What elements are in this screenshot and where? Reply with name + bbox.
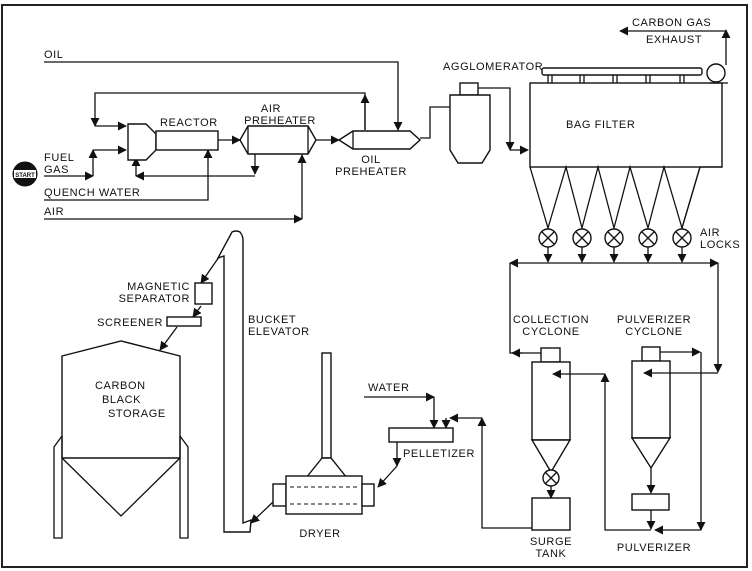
cyclone-label-2: CYCLONE xyxy=(625,326,682,338)
magnetic-separator: MAGNETIC SEPARATOR xyxy=(119,281,213,305)
pulverizer-to-collection xyxy=(600,373,651,531)
oil-preheater-label-1: OIL xyxy=(361,154,381,166)
locks-label: LOCKS xyxy=(700,239,740,251)
surge-tank: SURGE TANK xyxy=(530,497,572,560)
tank-label: TANK xyxy=(536,548,567,560)
start-badge: START xyxy=(12,161,38,187)
pulverizer-cyclone-label: PULVERIZER xyxy=(617,314,691,326)
agglomerator: AGGLOMERATOR xyxy=(443,61,543,164)
dryer: DRYER xyxy=(272,352,375,540)
air-label-2: AIR xyxy=(700,227,720,239)
bag-filter: BAG FILTER xyxy=(529,67,723,231)
agglomerator-to-bag-filter xyxy=(478,87,515,151)
air-lock xyxy=(572,228,592,248)
cyclone-label-1: CYCLONE xyxy=(522,326,579,338)
elevator-label: ELEVATOR xyxy=(248,326,310,338)
collection-air-lock xyxy=(542,469,560,499)
air-lock xyxy=(672,228,692,248)
exhaust-label: EXHAUST xyxy=(646,34,702,46)
air-preheater-label-2: PREHEATER xyxy=(244,115,316,127)
magnetic-label: MAGNETIC xyxy=(127,281,190,293)
fuel-label: FUEL xyxy=(44,152,75,164)
reactor: REACTOR xyxy=(127,117,219,161)
black-label: BLACK xyxy=(102,394,141,406)
screener-label: SCREENER xyxy=(97,317,163,329)
collection-label: COLLECTION xyxy=(513,314,589,326)
gas-label: GAS xyxy=(44,164,69,176)
bucket-elevator: BUCKET ELEVATOR xyxy=(216,230,310,533)
dryer-to-elevator xyxy=(250,501,274,524)
air-lock xyxy=(638,228,658,248)
quench-water-label: QUENCH WATER xyxy=(44,187,140,199)
bag-filter-label: BAG FILTER xyxy=(566,119,635,131)
start-label: START xyxy=(15,173,35,179)
air-lock xyxy=(538,228,558,248)
carbon-gas-label: CARBON GAS xyxy=(632,17,711,29)
fuel-gas-line: FUEL GAS xyxy=(44,145,127,181)
air-line: AIR xyxy=(44,154,307,224)
carbon-black-storage: CARBON BLACK STORAGE xyxy=(53,340,189,539)
pulverizer-cyclone: PULVERIZER CYCLONE xyxy=(617,314,691,470)
air-lock xyxy=(604,228,624,248)
water-label: WATER xyxy=(368,382,410,394)
screener: SCREENER xyxy=(97,316,202,329)
pelletizer: WATER PELLETIZER xyxy=(364,382,475,488)
pelletizer-label: PELLETIZER xyxy=(403,448,475,460)
oil-preheater-to-agglomerator xyxy=(420,102,469,139)
elevator-to-separator xyxy=(200,256,220,284)
separator-label: SEPARATOR xyxy=(119,293,190,305)
bucket-label: BUCKET xyxy=(248,314,296,326)
air-preheater: AIR PREHEATER xyxy=(239,103,317,155)
dryer-label: DRYER xyxy=(299,528,340,540)
storage-label: STORAGE xyxy=(108,408,166,420)
oil-line: OIL xyxy=(44,49,403,131)
pulverizer-label: PULVERIZER xyxy=(617,542,691,554)
oil-preheater: OIL PREHEATER xyxy=(335,130,422,178)
quench-water-line: QUENCH WATER xyxy=(44,149,213,201)
oil-label: OIL xyxy=(44,49,64,61)
air-label: AIR xyxy=(44,206,64,218)
air-locks: AIR LOCKS xyxy=(538,227,740,263)
diagram-frame xyxy=(1,4,748,568)
surge-to-pelletizer xyxy=(477,417,532,529)
recycle-top-line xyxy=(90,92,370,131)
surge-label: SURGE xyxy=(530,536,572,548)
agglomerator-label: AGGLOMERATOR xyxy=(443,61,543,73)
oil-preheater-label-2: PREHEATER xyxy=(335,166,407,178)
pulverizer: PULVERIZER xyxy=(617,468,691,554)
air-preheater-label-1: AIR xyxy=(261,103,281,115)
exhaust-fan: CARBON GAS EXHAUST xyxy=(619,17,731,84)
collection-cyclone: COLLECTION CYCLONE xyxy=(513,314,589,474)
carbon-label: CARBON xyxy=(95,380,146,392)
reactor-label: REACTOR xyxy=(160,117,218,129)
